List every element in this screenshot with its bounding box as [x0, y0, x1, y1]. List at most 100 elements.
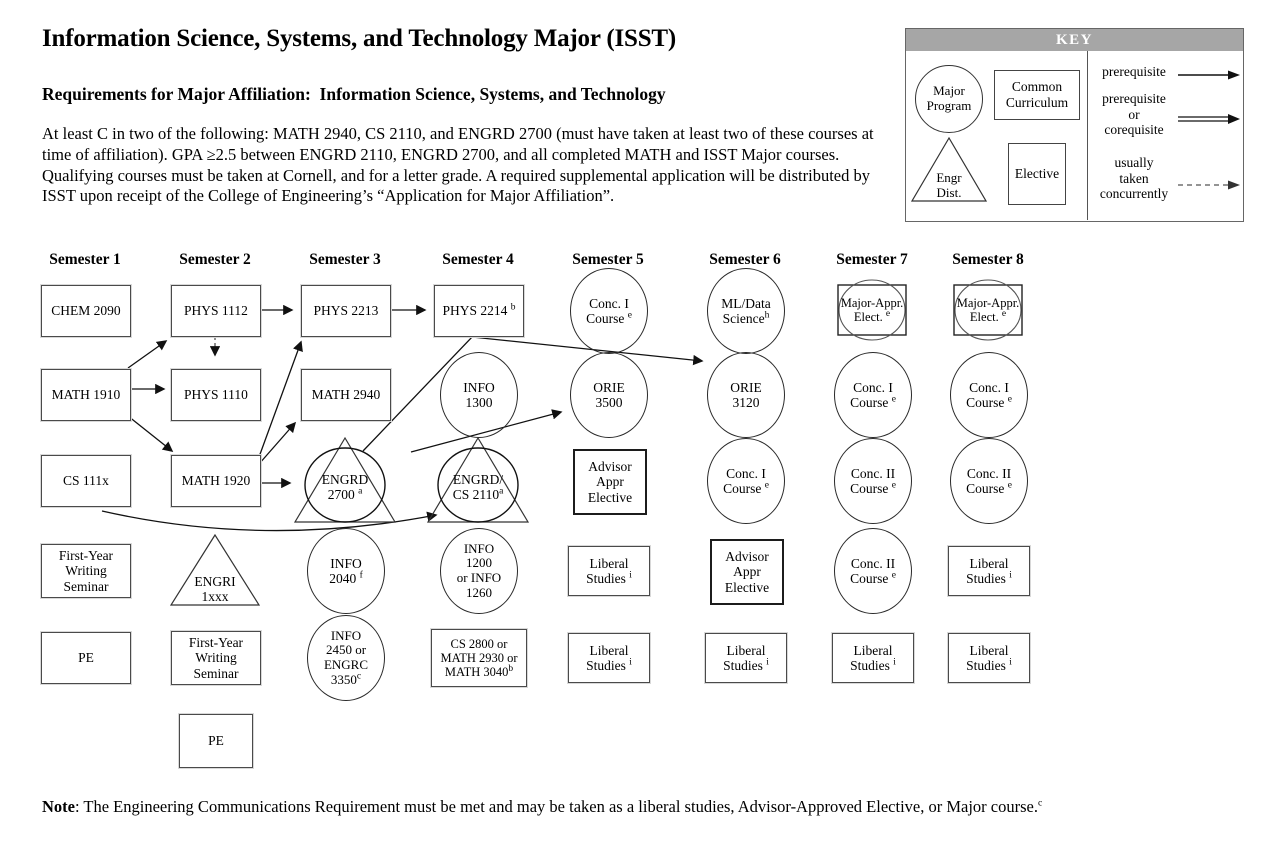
node-label: MATH 1910	[51, 387, 121, 403]
key-engr-dist-triangle: Engr Dist.	[911, 137, 987, 203]
node-math-1920: MATH 1920	[171, 455, 261, 507]
key-common-curriculum-rect: Common Curriculum	[994, 70, 1080, 120]
node-label: PHYS 2213	[313, 303, 379, 319]
node-label: MATH 2940	[311, 387, 381, 403]
footnote-label: Note	[42, 797, 75, 816]
triangle-circle-icon	[426, 436, 530, 523]
footnote: Note: The Engineering Communications Req…	[42, 797, 1192, 817]
node-label: PE	[78, 650, 94, 666]
key-elective-label: Elective	[1014, 166, 1060, 181]
semester-header-2: Semester 2	[179, 251, 251, 268]
node-label: MATH 1920	[181, 473, 251, 489]
node-label: Major-Appr.Elect. e	[840, 295, 904, 324]
key-body: Major Program Common Curriculum Engr Dis…	[906, 51, 1243, 220]
semester-header-3: Semester 3	[309, 251, 381, 268]
node-phys-1110: PHYS 1110	[171, 369, 261, 421]
square-circle-icon	[953, 279, 1023, 341]
footnote-text: : The Engineering Communications Require…	[74, 797, 1038, 816]
node-math-2940: MATH 2940	[301, 369, 391, 421]
node-phys-1112: PHYS 1112	[171, 285, 261, 337]
node-label: PHYS 2214 b	[442, 302, 516, 319]
affiliation-requirements-paragraph: At least C in two of the following: MATH…	[42, 124, 874, 206]
edge-math1910-phys1112	[127, 340, 168, 369]
semester-header-7: Semester 7	[836, 251, 908, 268]
node-phys-2214: PHYS 2214 b	[434, 285, 524, 337]
key-title: KEY	[906, 29, 1243, 51]
key-concurrent-label: usually taken concurrently	[1099, 155, 1169, 202]
node-pe-2: PE	[179, 714, 253, 768]
semester-header-4: Semester 4	[442, 251, 514, 268]
double-arrow-icon	[1178, 114, 1240, 124]
node-major-appr-elect-s7: Major-Appr.Elect. e	[835, 278, 909, 342]
page-title: Information Science, Systems, and Techno…	[42, 25, 677, 52]
key-elective-rect: Elective	[1008, 143, 1066, 205]
solid-arrow-icon	[1178, 70, 1240, 80]
node-math-1910: MATH 1910	[41, 369, 131, 421]
dashed-arrow-icon	[1178, 180, 1240, 190]
node-chem-2090: CHEM 2090	[41, 285, 131, 337]
semester-header-5: Semester 5	[572, 251, 644, 268]
node-label: ENGRD/CS 2110a	[452, 472, 504, 503]
key-engr-dist-label: Engr Dist.	[936, 170, 962, 200]
square-circle-icon	[837, 279, 907, 341]
edge-math1920-math2940	[258, 421, 297, 465]
node-major-appr-elect-s8: Major-Appr.Elect. e	[951, 278, 1025, 342]
node-cs-111x: CS 111x	[41, 455, 131, 507]
triangle-circle-icon	[293, 436, 397, 523]
node-label: PE	[208, 733, 224, 749]
triangle-icon	[911, 137, 987, 202]
key-major-program-circle: Major Program	[915, 65, 983, 133]
node-phys-2213: PHYS 2213	[301, 285, 391, 337]
requirements-heading: Requirements for Major Affiliation: Info…	[42, 84, 666, 104]
key-panel: KEY Major Program Common Curriculum Engr…	[905, 28, 1244, 222]
